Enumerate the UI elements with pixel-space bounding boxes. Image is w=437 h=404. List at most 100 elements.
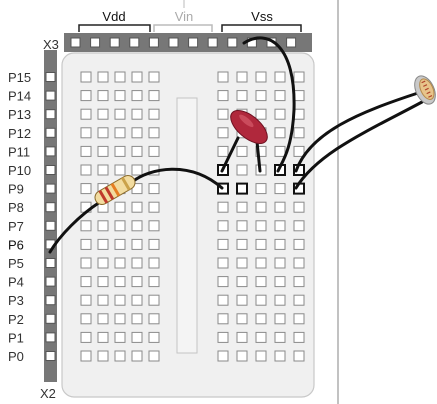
pin-socket	[45, 72, 56, 82]
board-socket	[114, 238, 126, 250]
board-socket	[148, 201, 160, 213]
board-socket	[236, 182, 248, 195]
board-socket	[80, 238, 92, 250]
pin-socket	[45, 276, 56, 287]
board-socket	[274, 145, 286, 157]
board-socket	[236, 164, 248, 176]
board-socket	[255, 71, 267, 83]
board-socket	[114, 276, 126, 288]
board-socket	[255, 220, 267, 232]
board-socket	[217, 127, 229, 139]
board-socket	[236, 145, 248, 157]
board-socket	[131, 201, 143, 213]
board-socket	[274, 183, 286, 195]
board-socket	[217, 276, 229, 288]
board-socket	[293, 257, 305, 269]
board-socket	[148, 313, 160, 325]
pin-label: P10	[8, 163, 31, 178]
board-socket	[148, 350, 160, 362]
pin-label: P8	[8, 200, 24, 215]
board-socket-grid	[80, 71, 305, 362]
board-socket	[274, 71, 286, 83]
board-socket	[114, 71, 126, 83]
board-socket	[131, 127, 143, 139]
board-socket	[236, 71, 248, 83]
board-socket	[80, 90, 92, 102]
wire-pin-to-resistor	[48, 200, 102, 254]
board-socket	[255, 108, 267, 120]
board-socket	[148, 294, 160, 306]
board-socket	[80, 257, 92, 269]
board-socket	[293, 331, 305, 343]
board-socket	[255, 238, 267, 250]
board-socket	[97, 257, 109, 269]
board-socket	[236, 201, 248, 213]
board-socket	[217, 331, 229, 343]
board-socket	[80, 350, 92, 362]
pin-socket	[45, 258, 56, 268]
board-socket	[80, 127, 92, 139]
board-socket	[293, 276, 305, 288]
pin-label: P6	[8, 237, 24, 252]
board-socket	[114, 257, 126, 269]
board-socket	[274, 90, 286, 102]
wire-capacitor-lead-1	[220, 136, 240, 173]
header-socket	[148, 37, 159, 48]
board-socket	[80, 220, 92, 232]
board-socket	[131, 220, 143, 232]
board-socket	[255, 350, 267, 362]
board-socket	[131, 350, 143, 362]
board-socket	[274, 127, 286, 139]
board-socket	[293, 350, 305, 362]
board-socket	[97, 90, 109, 102]
vdd-bracket	[78, 24, 151, 32]
board-socket	[148, 238, 160, 250]
board-socket	[80, 313, 92, 325]
board-socket	[274, 331, 286, 343]
board-socket	[148, 183, 160, 195]
board-socket	[274, 201, 286, 213]
board-socket	[255, 145, 267, 157]
board-socket	[274, 276, 286, 288]
pin-label: P3	[8, 293, 24, 308]
board-socket	[217, 220, 229, 232]
board-socket	[236, 90, 248, 102]
board-socket	[217, 90, 229, 102]
board-socket	[255, 294, 267, 306]
board-socket	[97, 145, 109, 157]
header-socket	[188, 37, 199, 48]
vin-label: Vin	[175, 9, 194, 24]
board-socket	[131, 331, 143, 343]
wire-photoresistor-lead-2	[294, 100, 424, 190]
capacitor-body	[230, 110, 268, 144]
board-socket	[274, 238, 286, 250]
board-socket	[274, 257, 286, 269]
board-socket	[217, 201, 229, 213]
pin-socket	[45, 202, 56, 213]
vdd-label: Vdd	[102, 9, 125, 24]
board-socket	[97, 313, 109, 325]
pin-socket	[45, 295, 56, 306]
x2-label: X2	[40, 386, 56, 401]
pin-label: P15	[8, 70, 31, 85]
header-socket	[168, 37, 179, 48]
capacitor	[230, 110, 268, 144]
board-socket	[148, 108, 160, 120]
header-socket	[70, 37, 81, 48]
board-socket	[236, 220, 248, 232]
board-socket	[97, 276, 109, 288]
board-socket	[293, 108, 305, 120]
board-socket	[217, 108, 229, 120]
resistor-band-3	[110, 182, 121, 197]
board-socket	[131, 71, 143, 83]
board-socket	[97, 350, 109, 362]
x3-label: X3	[43, 37, 59, 52]
header-socket	[286, 37, 297, 48]
pin-socket	[45, 332, 56, 343]
board-socket	[97, 220, 109, 232]
photoresistor-track	[421, 80, 433, 98]
board-socket	[148, 257, 160, 269]
board-socket	[114, 220, 126, 232]
vss-label: Vss	[251, 9, 273, 24]
resistor-band-2	[104, 186, 115, 201]
